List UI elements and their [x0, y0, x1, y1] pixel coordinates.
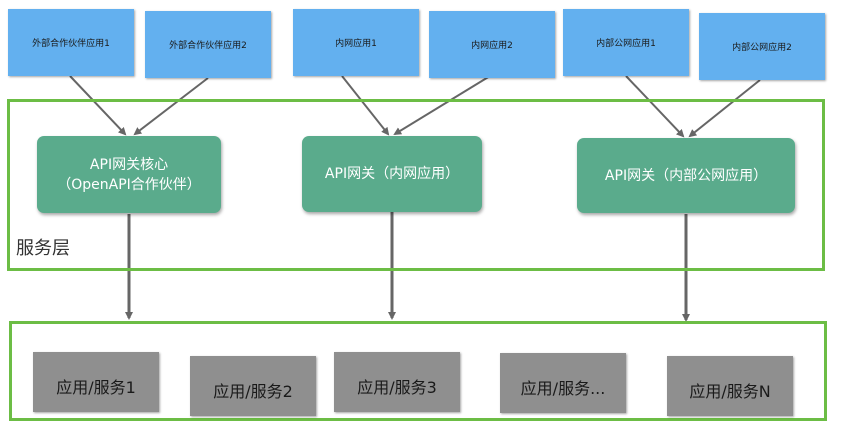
- service-label: 应用/服务3: [357, 378, 437, 397]
- service-box-n: 应用/服务N: [667, 356, 793, 416]
- service-layer-container: [7, 99, 825, 271]
- app-label: 内网应用1: [335, 39, 377, 49]
- connector-arrows: [69, 75, 761, 322]
- arrow-app1-gw1: [69, 75, 127, 136]
- service-layer-label: 服务层: [16, 238, 70, 259]
- service-label: 应用/服务...: [520, 379, 606, 398]
- app-label: 内网应用2: [471, 41, 513, 51]
- gateway-label: API网关核心（OpenAPI合作伙伴）: [57, 156, 201, 193]
- app-label: 外部合作伙伴应用2: [169, 41, 247, 51]
- service-box-ellipsis: 应用/服务...: [500, 353, 626, 413]
- service-label: 应用/服务1: [56, 378, 136, 397]
- app-box-partner-1: 外部合作伙伴应用1: [8, 9, 134, 76]
- service-box-3: 应用/服务3: [334, 352, 460, 412]
- arrow-app2-gw1: [133, 77, 209, 136]
- service-label: 应用/服务2: [213, 382, 293, 401]
- gateway-label: API网关（内网应用）: [324, 166, 460, 182]
- arrow-app5-gw3: [625, 75, 685, 138]
- app-box-intranet-2: 内网应用2: [429, 11, 555, 78]
- app-label: 内部公网应用1: [596, 39, 656, 49]
- app-box-partner-2: 外部合作伙伴应用2: [145, 11, 271, 78]
- app-label: 内部公网应用2: [732, 43, 792, 53]
- app-box-intranet-1: 内网应用1: [293, 9, 419, 76]
- gateway-label: API网关（内部公网应用）: [604, 167, 768, 184]
- arrow-app6-gw3: [688, 79, 761, 138]
- arrow-app4-gw2: [393, 75, 491, 136]
- app-label: 外部合作伙伴应用1: [32, 39, 110, 49]
- gateway-openapi-partner: API网关核心（OpenAPI合作伙伴）: [37, 136, 221, 213]
- arrow-app3-gw2: [341, 75, 390, 136]
- service-label: 应用/服务N: [689, 382, 771, 401]
- gateway-internal-public: API网关（内部公网应用）: [577, 138, 795, 213]
- service-box-2: 应用/服务2: [190, 356, 316, 416]
- service-box-1: 应用/服务1: [33, 352, 159, 412]
- app-box-public-1: 内部公网应用1: [563, 9, 689, 76]
- gateway-intranet: API网关（内网应用）: [302, 136, 482, 212]
- app-box-public-2: 内部公网应用2: [699, 13, 825, 80]
